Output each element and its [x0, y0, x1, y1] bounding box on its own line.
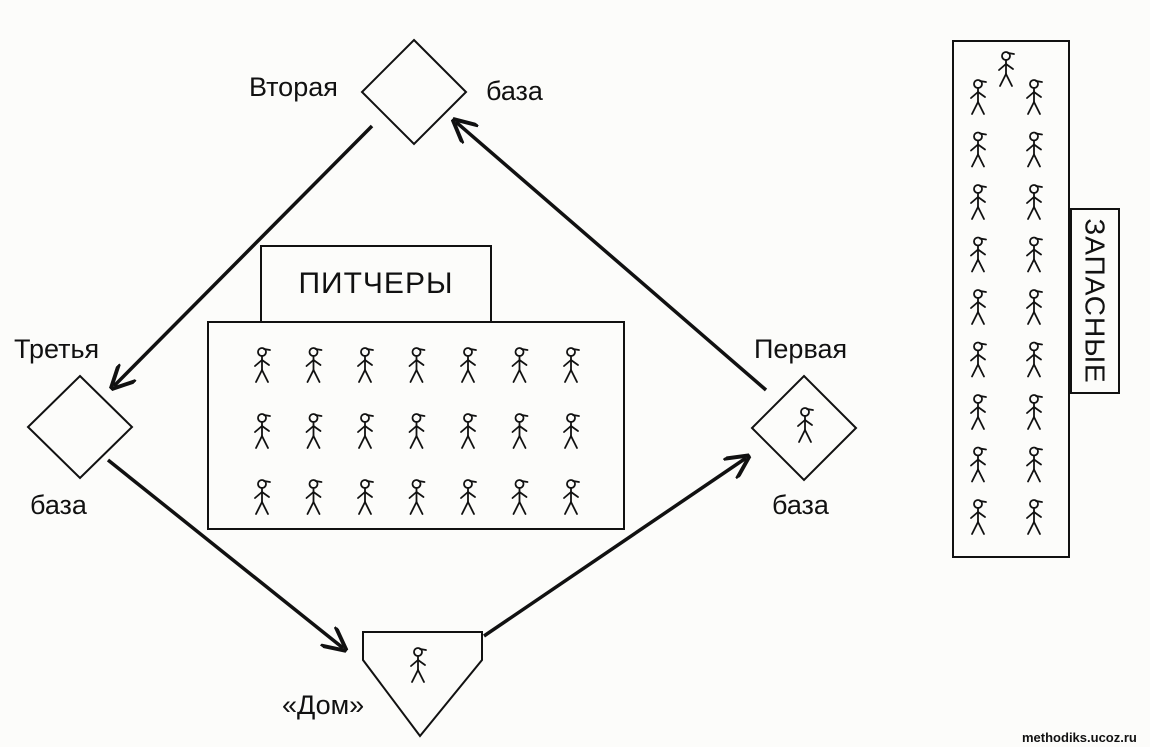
home-plate — [362, 631, 483, 738]
substitutes-box — [952, 40, 1070, 558]
substitute-figure — [1026, 236, 1043, 273]
label-third-base-top: Третья — [14, 334, 100, 364]
first-base — [750, 374, 858, 482]
pitcher-figure — [357, 479, 374, 515]
substitute-figure — [1026, 184, 1043, 220]
substitute-figure — [970, 131, 987, 168]
pitcher-figure — [563, 479, 580, 515]
substitutes-title-box: ЗАПАСНЫЕ — [1070, 208, 1120, 394]
pitchers-title-box: ПИТЧЕРЫ — [260, 245, 492, 323]
pitcher-figure — [511, 347, 529, 383]
substitute-figure — [970, 341, 987, 378]
pitcher-figure — [254, 479, 271, 515]
pitcher-figure — [254, 347, 271, 383]
pitcher-figure — [460, 413, 477, 449]
pitchers-title: ПИТЧЕРЫ — [298, 267, 454, 300]
substitute-figure — [970, 446, 987, 483]
substitute-figure — [970, 499, 987, 535]
pitcher-figure — [460, 347, 477, 383]
arrow-first-to-second — [456, 122, 768, 392]
pitcher-figure — [408, 479, 426, 515]
home-plate-player-figure — [410, 647, 427, 683]
substitute-figure — [970, 79, 987, 115]
pitcher-figure — [305, 479, 323, 515]
label-first-base-bottom: база — [772, 490, 829, 520]
substitute-figure — [1026, 446, 1043, 483]
substitute-figure — [970, 236, 987, 273]
pitcher-figure — [511, 479, 529, 515]
pitcher-figure — [305, 413, 323, 449]
player-figures — [254, 51, 1043, 683]
label-third-base-bottom: база — [30, 490, 87, 520]
arrow-third-to-home — [106, 458, 343, 648]
label-second-base-right: база — [486, 76, 543, 106]
arrow-home-to-first — [483, 458, 746, 638]
substitute-figure — [970, 394, 987, 430]
watermark: methodiks.ucoz.ru — [1022, 730, 1137, 745]
label-first-base-top: Первая — [754, 334, 848, 364]
second-base — [360, 38, 468, 146]
substitute-figure — [970, 184, 987, 220]
pitcher-figure — [511, 413, 529, 449]
substitute-figure — [1026, 131, 1043, 168]
substitute-figure — [970, 289, 987, 325]
substitute-figure — [1026, 289, 1043, 325]
label-second-base-left: Вторая — [249, 72, 338, 102]
pitcher-figure — [563, 347, 580, 383]
label-home-plate: «Дом» — [282, 690, 365, 720]
pitcher-figure — [563, 413, 580, 449]
third-base — [26, 374, 134, 480]
substitute-figure — [1026, 394, 1043, 430]
substitute-figure — [1026, 341, 1043, 378]
pitcher-figure — [357, 413, 374, 449]
pitcher-figure — [408, 347, 426, 383]
substitute-figure — [1026, 79, 1043, 115]
substitute-figure — [998, 51, 1015, 87]
pitcher-figure — [305, 347, 323, 383]
pitcher-figure — [254, 413, 271, 449]
first-base-player-figure — [797, 407, 814, 443]
substitute-figure — [1026, 499, 1043, 535]
pitcher-figure — [460, 479, 477, 515]
arrow-second-to-third — [114, 124, 374, 386]
pitcher-figure — [357, 347, 374, 383]
pitcher-figure — [408, 413, 426, 449]
substitutes-title: ЗАПАСНЫЕ — [1080, 218, 1111, 384]
